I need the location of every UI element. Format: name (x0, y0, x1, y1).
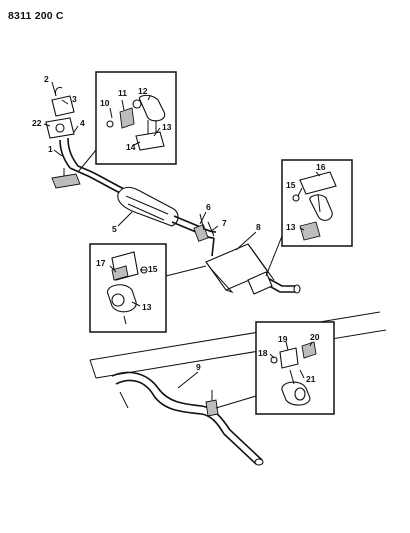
inset-rear-hanger-bracket (281, 159, 353, 247)
callout-14: 14 (126, 142, 136, 152)
callout-labels: 2 3 22 4 1 5 6 7 8 9 11 12 10 13 14 16 1… (32, 74, 326, 384)
tailpipe-hanger (205, 390, 219, 417)
callout-20: 20 (310, 332, 320, 342)
callout-2: 2 (44, 74, 49, 84)
callout-13a: 13 (162, 122, 172, 132)
callout-18: 18 (258, 348, 268, 358)
document-code: 8311 200 C (8, 10, 64, 22)
callout-11: 11 (118, 88, 127, 98)
callout-17: 17 (96, 258, 106, 268)
inset-muffler-hanger (89, 243, 167, 333)
callout-5: 5 (112, 224, 117, 234)
inset-connector-lines (77, 149, 283, 409)
callout-8: 8 (256, 222, 261, 232)
intermediate-pipe (171, 215, 217, 239)
inset-tailpipe-hanger (255, 321, 335, 415)
leader-lines (43, 81, 321, 389)
callout-10: 10 (100, 98, 110, 108)
catalytic-converter (117, 186, 179, 227)
callout-16: 16 (316, 162, 326, 172)
callout-7: 7 (222, 218, 227, 228)
callout-21: 21 (306, 374, 316, 384)
callout-6: 6 (206, 202, 211, 212)
callout-4: 4 (80, 118, 85, 128)
callout-3: 3 (72, 94, 77, 104)
callout-22: 22 (32, 118, 42, 128)
body-outline-reference (89, 311, 387, 409)
callout-13b: 13 (286, 222, 296, 232)
callout-12: 12 (138, 86, 148, 96)
callout-15a: 15 (286, 180, 296, 190)
callout-19: 19 (278, 334, 288, 344)
pipe-hanger-front (51, 168, 81, 189)
callout-15b: 15 (148, 264, 158, 274)
tailpipe-rear-outlet (247, 271, 301, 295)
exhaust-pipe-front (59, 137, 127, 195)
inset-front-hanger (95, 71, 177, 165)
exhaust-manifold-flange (45, 87, 75, 139)
callout-13c: 13 (142, 302, 152, 312)
tailpipe (111, 371, 264, 466)
clamp-and-hanger-mid (193, 213, 215, 242)
callout-9: 9 (196, 362, 201, 372)
callout-1: 1 (48, 144, 53, 154)
